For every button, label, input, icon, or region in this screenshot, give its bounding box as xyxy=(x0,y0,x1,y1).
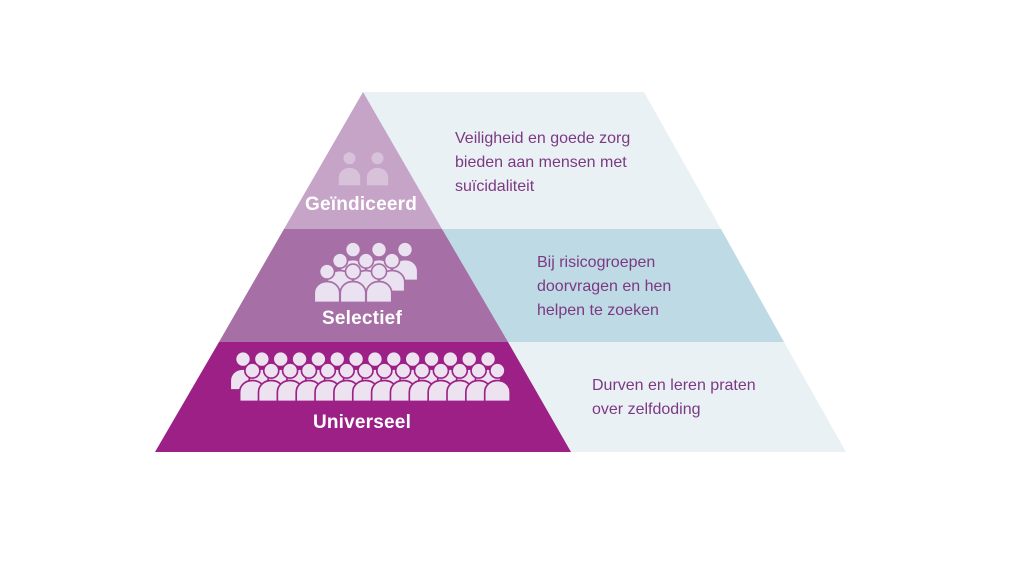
description-line: Veiligheid en goede zorg xyxy=(455,130,631,147)
description-selectief: Bij risicogroepen doorvragen en hen help… xyxy=(537,251,671,323)
band-geindiceerd xyxy=(363,92,721,229)
level-label-universeel: Universeel xyxy=(312,412,412,433)
description-universeel: Durven en leren praten over zelfdoding xyxy=(592,374,756,422)
description-line: bieden aan mensen met xyxy=(455,154,627,171)
description-line: suïcidaliteit xyxy=(455,178,535,195)
description-line: helpen te zoeken xyxy=(537,302,659,319)
description-line: Durven en leren praten xyxy=(592,377,756,394)
description-geindiceerd: Veiligheid en goede zorg bieden aan mens… xyxy=(455,127,630,199)
description-line: Bij risicogroepen xyxy=(537,254,656,271)
description-line: doorvragen en hen xyxy=(537,278,672,295)
level-label-selectief: Selectief xyxy=(322,308,402,329)
pyramid-slice-geindiceerd xyxy=(284,92,442,229)
level-label-geindiceerd: Geïndiceerd xyxy=(304,194,418,215)
description-line: over zelfdoding xyxy=(592,401,701,418)
